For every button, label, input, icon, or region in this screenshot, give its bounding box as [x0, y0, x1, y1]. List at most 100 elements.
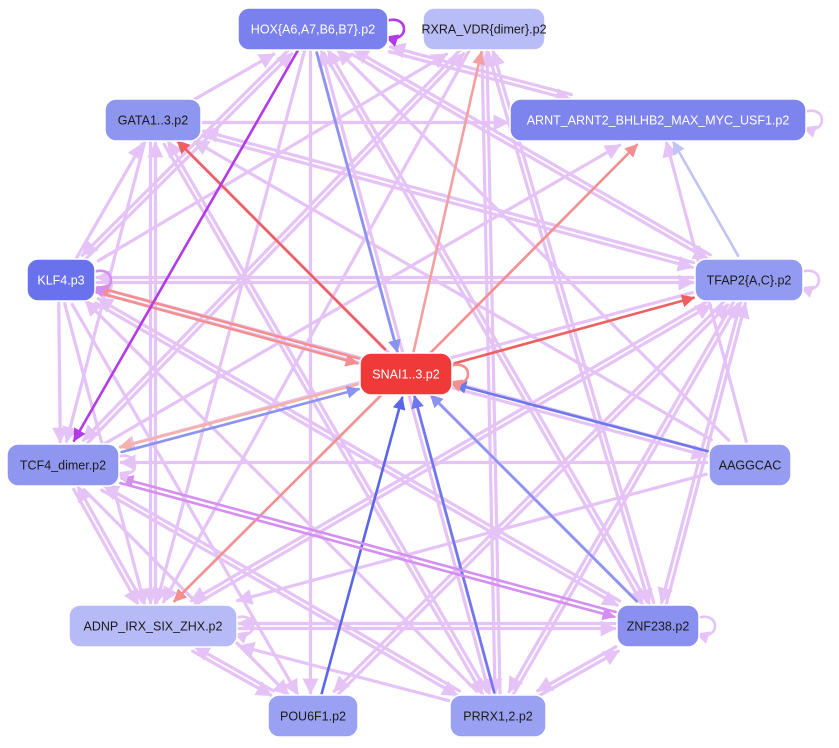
- node-box-hox: [237, 7, 389, 51]
- edge-rxra-to-tcf4: [81, 48, 462, 442]
- node-box-klf4: [26, 258, 96, 302]
- edge-adnp-to-tfap2: [192, 303, 713, 607]
- edge-prrx-to-tfap2: [511, 302, 740, 696]
- node-label-tcf4: TCF4_dimer.p2: [20, 458, 106, 472]
- edge-hox-to-snai: [315, 51, 401, 353]
- edge-gata-to-hox: [193, 52, 276, 101]
- edge-znf238-to-prrx: [536, 645, 618, 693]
- edge-prrx-to-znf238: [538, 649, 620, 697]
- edge-znf238-to-tcf4: [120, 475, 617, 614]
- edge-hox-to-adnp: [152, 49, 307, 604]
- node-tfap2: TFAP2{A,C}.p2: [694, 258, 804, 302]
- node-znf238: ZNF238.p2: [616, 604, 700, 648]
- edge-klf4-to-znf238: [94, 301, 619, 607]
- node-box-rxra: [422, 7, 546, 51]
- node-label-znf238: ZNF238.p2: [627, 619, 690, 633]
- self-loop-klf4: [91, 269, 113, 298]
- node-hox: HOX{A6,A7,B6,B7}.p2: [237, 7, 389, 51]
- edge-pou6f1-to-adnp: [193, 645, 275, 693]
- node-klf4: KLF4.p3: [26, 258, 96, 302]
- node-label-arnt: ARNT_ARNT2_BHLHB2_MAX_MYC_USF1.p2: [527, 113, 790, 127]
- edge-znf238-to-klf4: [96, 297, 622, 603]
- node-label-rxra: RXRA_VDR{dimer}.p2: [421, 22, 546, 36]
- edge-hox-to-arnt: [387, 50, 572, 104]
- edge-pou6f1-to-snai: [320, 396, 406, 695]
- edge-tcf4-to-rxra: [85, 52, 466, 446]
- edge-aaggcac-to-gata: [192, 139, 714, 442]
- node-box-arnt: [509, 98, 807, 142]
- node-label-pou6f1: POU6F1.p2: [280, 709, 346, 723]
- edge-adnp-to-pou6f1: [191, 649, 273, 697]
- edge-tfap2-to-arnt: [671, 140, 740, 258]
- node-label-prrx: PRRX1,2.p2: [463, 709, 533, 723]
- node-rxra: RXRA_VDR{dimer}.p2: [421, 7, 547, 51]
- edge-znf238-to-snai: [429, 393, 639, 603]
- edge-znf238-to-hox: [326, 49, 649, 604]
- edge-prrx-to-snai: [411, 395, 496, 694]
- node-box-pou6f1: [267, 694, 359, 738]
- edge-znf238-to-rxra: [489, 49, 656, 604]
- self-loops-layer: [91, 18, 824, 644]
- edge-tcf4-to-adnp: [72, 487, 140, 606]
- self-loop-tfap2: [799, 269, 821, 298]
- self-loop-arnt: [802, 109, 824, 138]
- node-box-tcf4: [6, 443, 120, 487]
- node-box-snai: [359, 352, 453, 396]
- edge-tcf4-to-arnt: [102, 143, 622, 446]
- edge-snai-to-gata: [176, 139, 387, 351]
- edge-snai-to-tfap2: [453, 294, 695, 365]
- node-box-adnp: [68, 604, 238, 648]
- edge-hox-to-tfap2: [350, 52, 710, 261]
- edge-snai-to-adnp: [173, 393, 383, 603]
- node-pou6f1: POU6F1.p2: [267, 694, 359, 738]
- edge-tfap2-to-znf238: [657, 300, 743, 604]
- node-box-aaggcac: [708, 443, 792, 487]
- node-box-prrx: [449, 694, 547, 738]
- node-label-snai: SNAI1..3.p2: [372, 367, 439, 381]
- edge-klf4-to-hox: [84, 52, 294, 261]
- node-label-gata: GATA1..3.p2: [118, 113, 188, 127]
- node-gata: GATA1..3.p2: [104, 98, 202, 142]
- self-loop-hox: [384, 18, 406, 47]
- edge-klf4-to-snai: [95, 290, 359, 367]
- edge-snai-to-rxra: [412, 51, 485, 353]
- node-arnt: ARNT_ARNT2_BHLHB2_MAX_MYC_USF1.p2: [509, 98, 807, 142]
- edge-rxra-to-prrx: [480, 50, 503, 695]
- edge-aaggcac-to-snai: [453, 380, 709, 453]
- node-label-adnp: ADNP_IRX_SIX_ZHX.p2: [84, 619, 223, 633]
- edge-klf4-to-gata: [74, 142, 144, 260]
- edge-prrx-to-adnp: [238, 641, 451, 703]
- nodes-layer: HOX{A6,A7,B6,B7}.p2 RXRA_VDR{dimer}.p2GAT…: [6, 7, 807, 738]
- edge-tcf4-to-snai: [120, 385, 360, 454]
- edge-rxra-to-adnp: [161, 49, 471, 604]
- self-loop-tcf4: [115, 454, 137, 483]
- node-prrx: PRRX1,2.p2: [449, 694, 547, 738]
- self-loop-adnp: [233, 615, 255, 644]
- edges-layer: [52, 42, 750, 703]
- node-label-klf4: KLF4.p3: [37, 273, 84, 287]
- edge-tfap2-to-hox: [352, 48, 712, 257]
- edge-prrx-to-tcf4: [102, 484, 461, 693]
- node-adnp: ADNP_IRX_SIX_ZHX.p2: [68, 604, 238, 648]
- edge-snai-to-tcf4: [119, 383, 359, 451]
- self-loop-znf238: [695, 615, 717, 644]
- node-label-aaggcac: AAGGCAC: [719, 458, 782, 472]
- edge-hox-to-tcf4: [72, 49, 299, 443]
- edge-rxra-to-znf238: [486, 51, 653, 606]
- node-box-tfap2: [694, 258, 804, 302]
- edge-pou6f1-to-tfap2: [336, 303, 730, 697]
- edge-tfap2-to-adnp: [189, 299, 710, 603]
- edge-snai-to-arnt: [429, 143, 639, 355]
- node-tcf4: TCF4_dimer.p2: [6, 443, 120, 487]
- node-box-znf238: [616, 604, 700, 648]
- node-label-tfap2: TFAP2{A,C}.p2: [707, 273, 792, 287]
- edge-adnp-to-tcf4: [76, 485, 144, 604]
- node-label-hox: HOX{A6,A7,B6,B7}.p2: [251, 22, 375, 36]
- self-loop-snai: [448, 363, 470, 392]
- node-snai: SNAI1..3.p2: [359, 352, 453, 396]
- edge-tfap2-to-pou6f1: [332, 299, 726, 693]
- edge-snai-to-klf4: [96, 284, 360, 360]
- node-aaggcac: AAGGCAC: [708, 443, 792, 487]
- edge-tcf4-to-prrx: [100, 488, 459, 697]
